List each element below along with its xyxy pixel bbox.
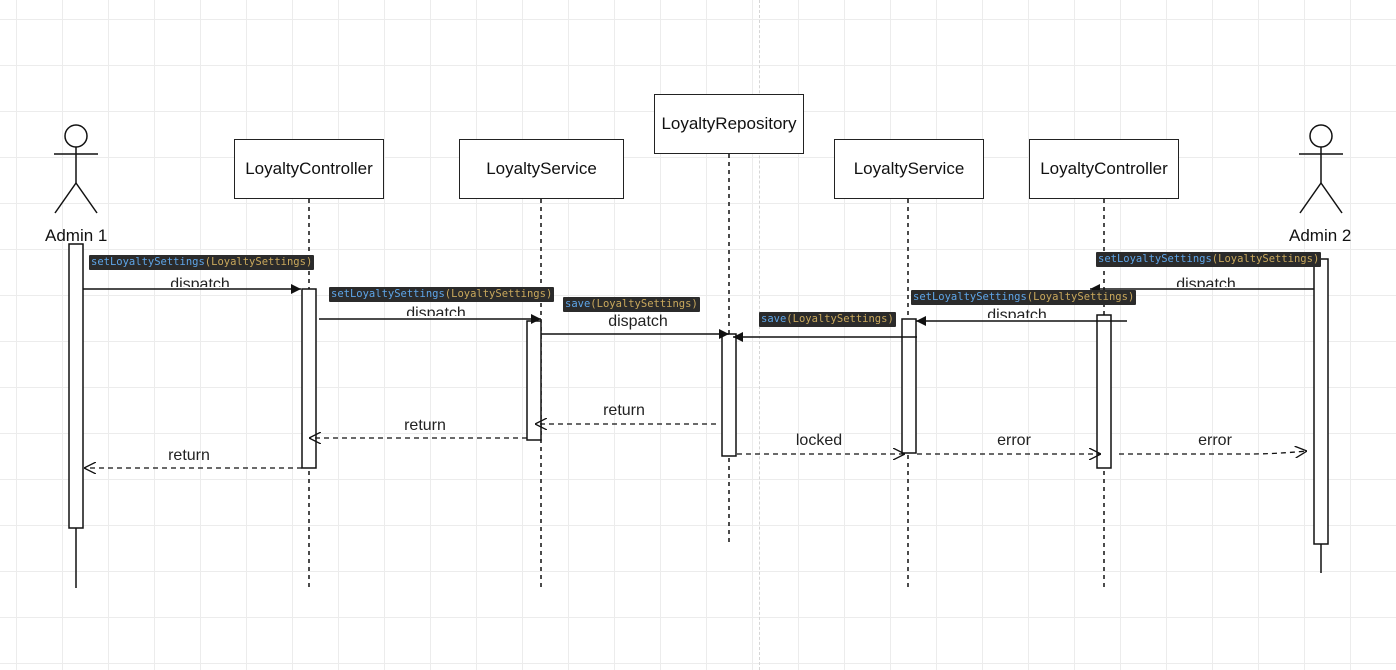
activation-controller-1[interactable] bbox=[301, 288, 317, 469]
tooltip-method: save bbox=[565, 298, 591, 310]
canvas-divider bbox=[759, 0, 760, 670]
tooltip-method: setLoyaltySettings bbox=[91, 256, 205, 268]
tooltip-param: (LoyaltySettings) bbox=[786, 313, 894, 325]
actor-admin-2-label: Admin 2 bbox=[1289, 226, 1352, 245]
tooltip-set-loyalty-settings-1: setLoyaltySettings(LoyaltySettings) bbox=[89, 255, 315, 270]
label-dispatch-5: dispatch bbox=[987, 307, 1047, 318]
tooltip-method: setLoyaltySettings bbox=[331, 288, 445, 300]
arrow-error-controller-admin2[interactable] bbox=[1119, 451, 1307, 454]
activation-repository[interactable] bbox=[721, 333, 737, 457]
label-dispatch-3: dispatch bbox=[608, 313, 668, 330]
participant-service-1[interactable]: LoyaltyService bbox=[459, 139, 624, 199]
label-return-1: return bbox=[603, 402, 645, 419]
tooltip-param: (LoyaltySettings) bbox=[204, 256, 313, 268]
tooltip-set-loyalty-settings-4: setLoyaltySettings(LoyaltySettings) bbox=[1096, 252, 1322, 267]
tooltip-save-1: save(LoyaltySettings) bbox=[563, 297, 700, 312]
label-error-1: error bbox=[997, 432, 1031, 449]
tooltip-set-loyalty-settings-2: setLoyaltySettings(LoyaltySettings) bbox=[329, 287, 555, 302]
activation-service-2[interactable] bbox=[901, 318, 917, 454]
tooltip-param: (LoyaltySettings) bbox=[1211, 253, 1320, 265]
actor-admin-1-label: Admin 1 bbox=[45, 226, 108, 245]
tooltip-param: (LoyaltySettings) bbox=[590, 298, 698, 310]
tooltip-method: setLoyaltySettings bbox=[1098, 253, 1212, 265]
label-return-3: return bbox=[168, 447, 210, 464]
tooltip-set-loyalty-settings-3: setLoyaltySettings(LoyaltySettings) bbox=[911, 290, 1137, 305]
label-error-2: error bbox=[1198, 432, 1232, 449]
label-locked: locked bbox=[795, 432, 843, 449]
actor-admin-2-figure[interactable] bbox=[1299, 124, 1343, 214]
participant-controller-2[interactable]: LoyaltyController bbox=[1029, 139, 1179, 199]
tooltip-method: save bbox=[761, 313, 787, 325]
actor-admin-1-figure[interactable] bbox=[54, 124, 98, 214]
participant-controller-1[interactable]: LoyaltyController bbox=[234, 139, 384, 199]
label-dispatch-1: dispatch bbox=[170, 276, 230, 287]
tooltip-param: (LoyaltySettings) bbox=[1026, 291, 1135, 303]
tooltip-param: (LoyaltySettings) bbox=[444, 288, 553, 300]
tooltip-save-2: save(LoyaltySettings) bbox=[759, 312, 896, 327]
activation-service-1[interactable] bbox=[526, 320, 542, 441]
activation-admin-1[interactable] bbox=[68, 243, 84, 529]
label-dispatch-4: dispatch bbox=[1176, 276, 1236, 287]
activation-controller-2[interactable] bbox=[1096, 314, 1112, 469]
activation-admin-2[interactable] bbox=[1313, 258, 1329, 545]
participant-repository[interactable]: LoyaltyRepository bbox=[654, 94, 804, 154]
tooltip-method: setLoyaltySettings bbox=[913, 291, 1027, 303]
label-dispatch-2: dispatch bbox=[406, 305, 466, 316]
label-return-2: return bbox=[404, 417, 446, 434]
participant-service-2[interactable]: LoyaltyService bbox=[834, 139, 984, 199]
